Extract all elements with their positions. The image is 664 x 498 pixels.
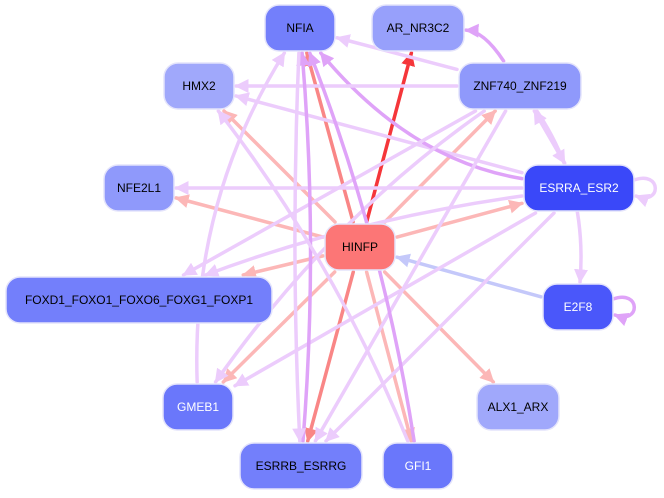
edge-esrra_esr2-to-hmx2 (234, 92, 524, 175)
edge-gmeb1-to-nfia (195, 51, 287, 384)
node-label: GFI1 (405, 459, 432, 473)
node-label: HMX2 (182, 79, 216, 93)
edge-e2f8-to-hinfp (395, 253, 543, 299)
node-label: AR_NR3C2 (387, 21, 450, 35)
node-label: E2F8 (564, 300, 593, 314)
edge-hinfp-to-gfi1 (364, 270, 415, 443)
node-box[interactable] (163, 62, 235, 110)
edge-hinfp-to-nfe2l1 (174, 194, 325, 239)
edge-esrra_esr2-to-esrra_esr2 (632, 176, 657, 208)
edge-esrra_esr2-to-nfia (319, 51, 524, 181)
node-label: ESRRA_ESR2 (539, 181, 619, 195)
node-box[interactable] (542, 283, 614, 331)
node-esrrb-esrrg[interactable]: ESRRB_ESRRG (239, 442, 363, 490)
node-hinfp[interactable]: HINFP (324, 223, 396, 271)
edge-znf740_znf219-to-nfia (335, 34, 459, 72)
edge-nfia-to-esrrb_esrrg (292, 51, 307, 443)
edge-hinfp-to-hmx2 (222, 109, 337, 224)
edge-znf740_znf219-to-foxd1 (181, 109, 478, 277)
edge-hinfp-to-nfia (303, 51, 355, 224)
node-label: NFIA (286, 21, 313, 35)
node-box[interactable] (162, 383, 234, 431)
node-box[interactable] (371, 4, 465, 52)
node-label: HINFP (342, 240, 378, 254)
node-box[interactable] (5, 276, 273, 324)
node-box[interactable] (458, 62, 582, 110)
node-znf740-znf219[interactable]: ZNF740_ZNF219 (458, 62, 582, 110)
edge-layer (174, 23, 657, 443)
node-box[interactable] (382, 442, 454, 490)
node-label: GMEB1 (177, 400, 219, 414)
node-box[interactable] (476, 383, 560, 431)
edge-e2f8-to-e2f8 (611, 295, 636, 327)
edge-gfi1-to-hmx2 (216, 109, 410, 443)
node-gfi1[interactable]: GFI1 (382, 442, 454, 490)
node-esrra-esr2[interactable]: ESRRA_ESR2 (523, 164, 635, 212)
edge-znf740_znf219-to-ar_nr3c2 (464, 23, 506, 63)
node-alx1-arx[interactable]: ALX1_ARX (476, 383, 560, 431)
node-nfe2l1[interactable]: NFE2L1 (103, 164, 175, 212)
node-label: FOXD1_FOXO1_FOXO6_FOXG1_FOXP1 (25, 293, 253, 307)
node-gmeb1[interactable]: GMEB1 (162, 383, 234, 431)
edge-hinfp-to-esrra_esr2 (395, 199, 524, 239)
edge-znf740_znf219-to-esrrb_esrrg (313, 109, 508, 443)
node-hmx2[interactable]: HMX2 (163, 62, 235, 110)
node-ar-nr3c2[interactable]: AR_NR3C2 (371, 4, 465, 52)
edge-hinfp-to-esrrb_esrrg (304, 270, 356, 443)
node-box[interactable] (264, 4, 336, 52)
edge-esrra_esr2-to-esrrb_esrrg (324, 211, 556, 443)
node-box[interactable] (523, 164, 635, 212)
node-label: NFE2L1 (117, 181, 161, 195)
node-nfia[interactable]: NFIA (264, 4, 336, 52)
node-box[interactable] (324, 223, 396, 271)
node-box[interactable] (239, 442, 363, 490)
node-box[interactable] (103, 164, 175, 212)
node-e2f8[interactable]: E2F8 (542, 283, 614, 331)
node-label: ESRRB_ESRRG (256, 459, 347, 473)
node-label: ZNF740_ZNF219 (473, 79, 567, 93)
node-label: ALX1_ARX (488, 400, 549, 414)
edge-hinfp-to-znf740_znf219 (383, 109, 497, 224)
node-foxd1[interactable]: FOXD1_FOXO1_FOXO6_FOXG1_FOXP1 (5, 276, 273, 324)
edge-hinfp-to-gmeb1 (221, 270, 337, 384)
